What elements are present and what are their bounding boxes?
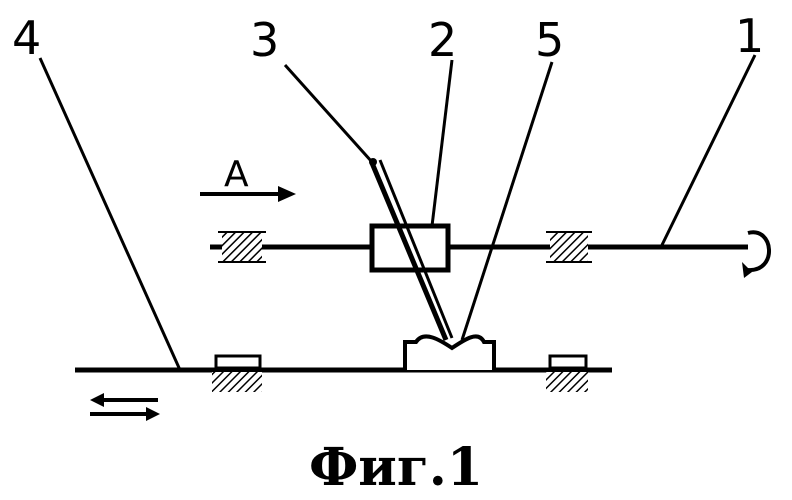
leader-2 (430, 59, 454, 227)
arrow-a-label: A (224, 154, 249, 195)
leader-1 (660, 54, 757, 246)
reciprocating-arrows-icon (90, 393, 160, 421)
leader-lines (38, 54, 757, 371)
label-3: 3 (250, 13, 279, 67)
lower-left-bearing (212, 354, 262, 392)
leader-4 (38, 57, 182, 371)
swing-lever (369, 158, 454, 341)
rotation-arrow-icon (742, 230, 771, 278)
label-2: 2 (428, 13, 457, 67)
figure-caption: Фиг.1 (308, 437, 484, 498)
label-1: 1 (735, 9, 764, 63)
lower-right-bearing (546, 354, 588, 392)
groove-bracket (403, 334, 496, 370)
label-5: 5 (535, 13, 564, 67)
direction-arrow-a (200, 186, 296, 202)
label-4: 4 (12, 11, 41, 65)
leader-3 (283, 63, 374, 164)
upper-right-bearing (546, 231, 592, 263)
upper-left-bearing (218, 231, 266, 263)
leader-5 (460, 61, 554, 341)
